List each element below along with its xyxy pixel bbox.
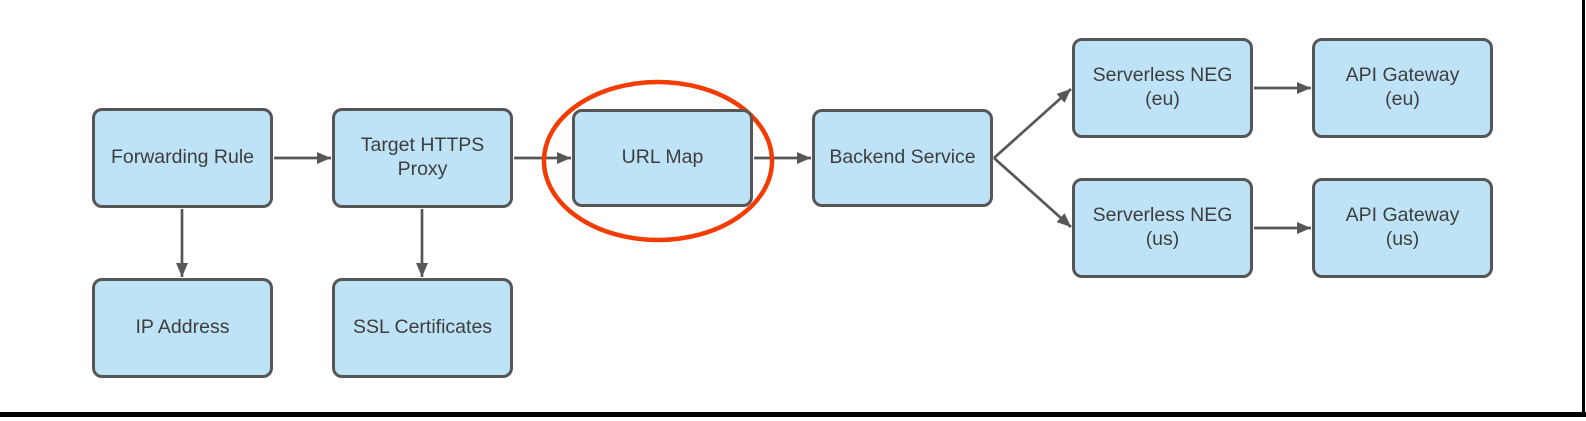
node-api-gateway-us: API Gateway (us) — [1312, 178, 1493, 278]
node-label-api-gateway-eu: API Gateway (eu) — [1345, 64, 1460, 110]
node-url-map: URL Map — [572, 109, 753, 207]
node-label-forwarding-rule: Forwarding Rule — [110, 146, 255, 169]
node-label-api-gateway-us: API Gateway (us) — [1345, 204, 1460, 250]
edge-backend-service-to-serverless-neg-us — [993, 156, 1072, 229]
node-label-ssl-certificates: SSL Certificates — [352, 316, 493, 339]
node-label-target-https-proxy: Target HTTPS Proxy — [360, 134, 485, 180]
node-backend-service: Backend Service — [812, 109, 993, 207]
node-ip-address: IP Address — [92, 278, 273, 378]
node-label-serverless-neg-eu: Serverless NEG (eu) — [1092, 64, 1233, 110]
node-label-serverless-neg-us: Serverless NEG (us) — [1092, 204, 1233, 250]
window-border-bottom — [0, 412, 1586, 417]
node-label-url-map: URL Map — [621, 146, 704, 169]
window-border-right — [1582, 0, 1585, 417]
edge-backend-service-to-serverless-neg-eu — [993, 87, 1072, 160]
node-label-ip-address: IP Address — [135, 316, 230, 339]
node-label-backend-service: Backend Service — [829, 146, 976, 169]
node-api-gateway-eu: API Gateway (eu) — [1312, 38, 1493, 138]
node-forwarding-rule: Forwarding Rule — [92, 108, 273, 208]
node-serverless-neg-us: Serverless NEG (us) — [1072, 178, 1253, 278]
node-serverless-neg-eu: Serverless NEG (eu) — [1072, 38, 1253, 138]
node-ssl-certificates: SSL Certificates — [332, 278, 513, 378]
node-target-https-proxy: Target HTTPS Proxy — [332, 108, 513, 208]
